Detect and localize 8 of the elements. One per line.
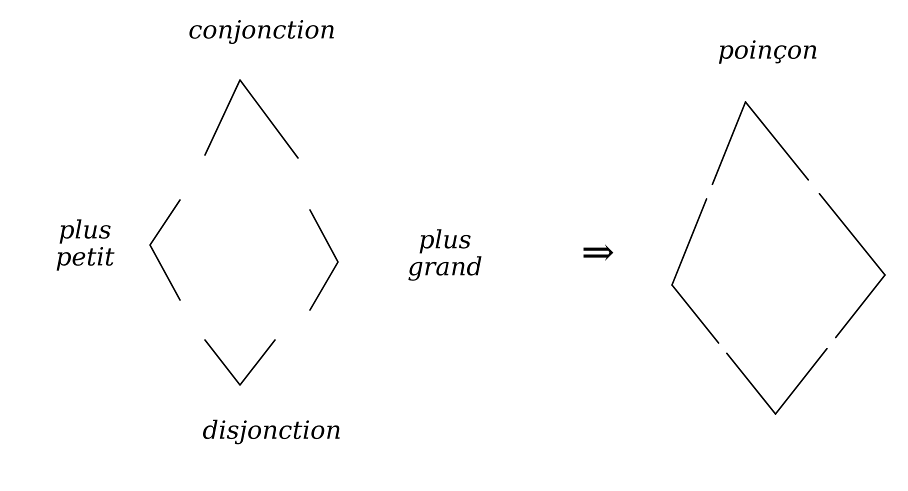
handwritten-label: disjonction	[203, 420, 340, 444]
diamond-drawing	[149, 79, 339, 386]
diamond-drawing	[671, 101, 886, 415]
handwritten-label: poinçon	[718, 40, 816, 64]
implication-sign: ⇒	[584, 244, 614, 261]
handwritten-label: conjonction	[189, 20, 334, 44]
handwritten-label: plus grand	[408, 229, 482, 281]
handwritten-label: plus petit	[56, 219, 114, 271]
